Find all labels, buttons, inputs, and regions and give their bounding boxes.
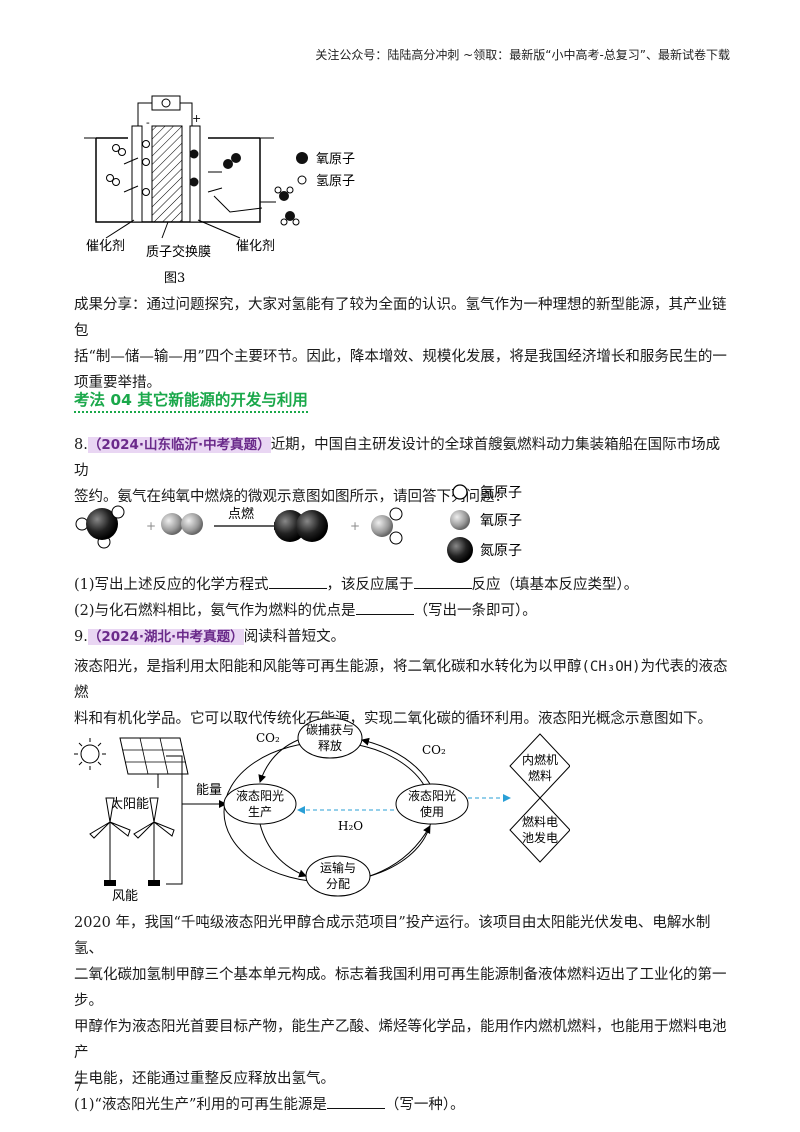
legend-hydrogen: 氢原子	[316, 174, 355, 189]
arrow-label-ignite: 点燃	[228, 506, 254, 522]
engine-line-1: 内燃机	[522, 752, 558, 767]
transport-line-2: 分配	[326, 877, 350, 891]
figure-3-fuel-cell: - + 氧原子 氢原子 催	[84, 95, 355, 286]
fuelcell-line-1: 燃料电	[522, 814, 558, 829]
question-9-heading: 9.（2024·湖北·中考真题）阅读科普短文。	[74, 629, 346, 645]
minus-label: -	[146, 116, 150, 129]
liquid-sunshine-diagram: 太阳能 风能 能量 碳捕获与 释放 液态阳光 生产 液态阳光 使用 运输与 分配…	[74, 717, 570, 902]
use-line-1: 液态阳光	[408, 788, 456, 803]
capture-line-2: 释放	[318, 738, 342, 753]
question-8-stem: 8.（2024·山东临沂·中考真题）近期，中国自主研发设计的全球首艘氨燃料动力集…	[74, 437, 721, 505]
answer-blank[interactable]	[268, 574, 327, 589]
legend-h: 氢原子	[480, 485, 522, 501]
h2o-label: H₂O	[338, 819, 363, 833]
question-9-paragraph-2: 2020 年，我国“千吨级液态阳光甲醇合成示范项目”投产运行。该项目由太阳能光伏…	[74, 910, 734, 1118]
production-line-2: 生产	[248, 805, 272, 819]
plus-label: +	[192, 112, 201, 125]
engine-line-2: 燃料	[528, 768, 552, 783]
transport-line-1: 运输与	[320, 860, 356, 875]
answer-blank[interactable]	[413, 574, 472, 589]
wind-label: 风能	[112, 889, 138, 902]
co2-left-label: CO₂	[256, 731, 280, 745]
legend-o: 氧原子	[480, 513, 522, 529]
plus-sign-1: +	[146, 519, 156, 533]
question-8-source: （2024·山东临沂·中考真题）	[87, 437, 271, 453]
catalyst-left-label: 催化剂	[86, 239, 125, 254]
question-9-source: （2024·湖北·中考真题）	[87, 629, 244, 645]
question-9-sub1: (1)“液态阳光生产”利用的可再生能源是（写一种）。	[74, 1092, 734, 1118]
legend-oxygen: 氧原子	[316, 152, 355, 167]
page-number: 7	[74, 1080, 83, 1095]
answer-blank[interactable]	[355, 600, 414, 615]
fuelcell-line-2: 池发电	[522, 830, 558, 845]
figure-caption: 图3	[164, 271, 185, 286]
membrane-label: 质子交换膜	[146, 244, 211, 260]
section-title: 考法 04 其它新能源的开发与利用	[74, 388, 308, 413]
capture-line-1: 碳捕获与	[306, 722, 354, 737]
legend-n: 氮原子	[480, 543, 522, 559]
question-9-paragraph-1: 液态阳光，是指利用太阳能和风能等可再生能源，将二氧化碳和水转化为以甲醇(CH₃O…	[74, 659, 728, 727]
question-8-subquestions: (1)写出上述反应的化学方程式，该反应属于反应（填基本反应类型）。 (2)与化石…	[74, 572, 734, 624]
page-header: 关注公众号：陆陆高分冲刺 ~领取：最新版“小中高考-总复习”、最新试卷下载	[315, 48, 730, 62]
ammonia-combustion-diagram: + 点燃 + 氢原子 氧原子 氮原子	[75, 484, 522, 563]
question-8-sub2: (2)与化石燃料相比，氨气作为燃料的优点是（写出一条即可）。	[74, 598, 734, 624]
catalyst-right-label: 催化剂	[236, 239, 275, 254]
answer-blank[interactable]	[326, 1094, 385, 1109]
question-8-sub1: (1)写出上述反应的化学方程式，该反应属于反应（填基本反应类型）。	[74, 572, 734, 598]
plus-sign-2: +	[350, 519, 360, 533]
use-line-2: 使用	[420, 804, 444, 819]
solar-label: 太阳能	[110, 797, 149, 812]
energy-label: 能量	[196, 783, 222, 798]
co2-right-label: CO₂	[422, 743, 446, 757]
achievement-share-paragraph: 成果分享：通过问题探究，大家对氢能有了较为全面的认识。氢气作为一种理想的新型能源…	[74, 297, 727, 391]
production-line-1: 液态阳光	[236, 788, 284, 803]
